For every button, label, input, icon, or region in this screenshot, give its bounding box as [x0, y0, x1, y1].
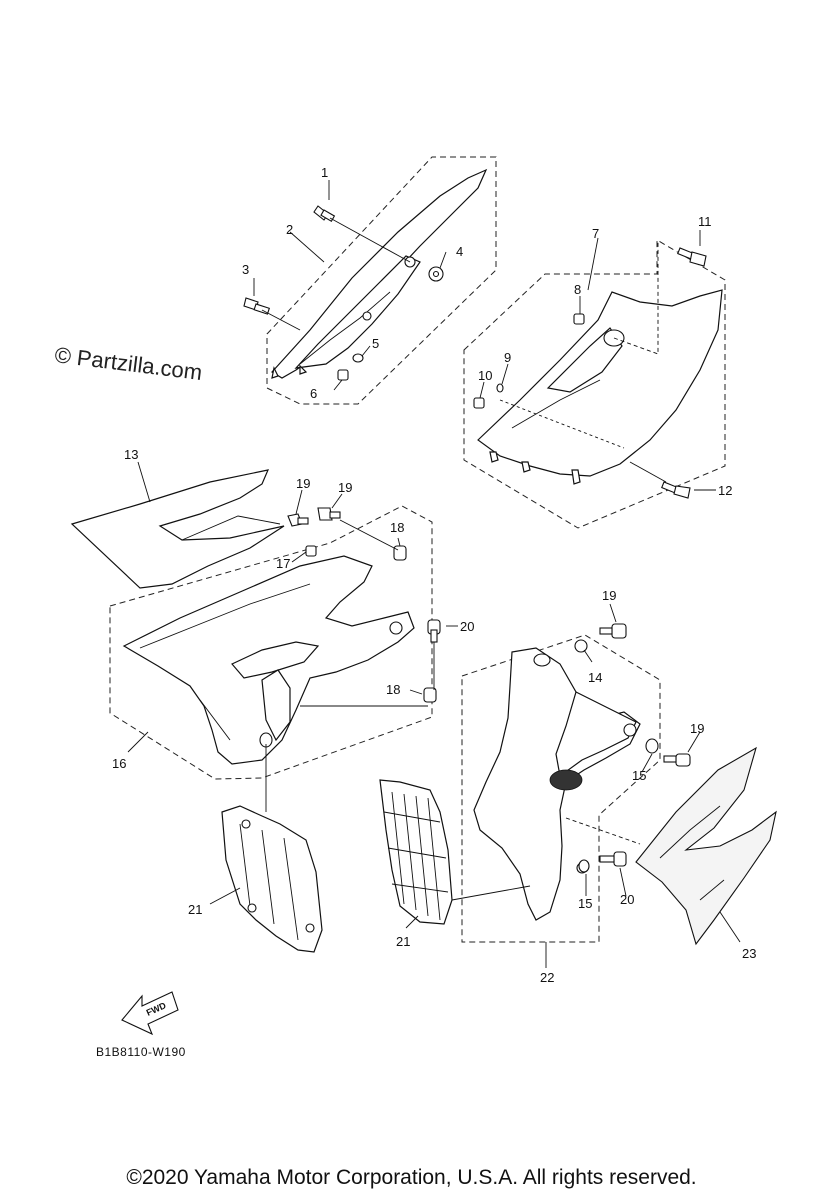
diagram-code: B1B8110-W190: [96, 1045, 186, 1059]
part-22-decal: [635, 746, 777, 946]
callout-3: 8: [574, 282, 581, 297]
part-7-rear-cover: [271, 168, 488, 379]
watermark: © Partzilla.com: [53, 342, 203, 385]
bolt-19-b: [317, 507, 341, 521]
callout-18-a: 18: [390, 520, 404, 535]
callout-leaders: [127, 180, 741, 968]
bolt-19-c: [599, 623, 627, 639]
callout-20-a: 20: [460, 619, 474, 634]
copyright-notice: ©2020 Yamaha Motor Corporation, U.S.A. A…: [126, 1166, 697, 1189]
callout-20-b: 20: [620, 892, 634, 907]
collar-18-a: [393, 545, 407, 561]
callout-19-d: 19: [690, 721, 704, 736]
callout-8: 5: [372, 336, 379, 351]
nut-10: [337, 369, 349, 381]
callout-12: 1: [321, 165, 328, 180]
group-boundary-1: [463, 239, 726, 529]
callout-23: 13: [124, 447, 138, 462]
callout-14: 14: [588, 670, 602, 685]
callout-19-c: 19: [602, 588, 616, 603]
callout-22: 23: [742, 946, 756, 961]
callout-13: 22: [540, 970, 554, 985]
group-boundary-7: [266, 156, 497, 405]
callout-19-a: 19: [296, 476, 310, 491]
washer-8: [352, 353, 364, 363]
part-13-shroud-right: [473, 647, 641, 921]
group-boundary-16: [109, 505, 433, 780]
collar-17: [305, 545, 317, 557]
callout-1: 7: [592, 226, 599, 241]
part-21-grill-left: [221, 805, 323, 953]
callout-15-b: 15: [578, 896, 592, 911]
bolt-6: [677, 247, 707, 267]
callout-10: 6: [310, 386, 317, 401]
callout-15-a: 15: [632, 768, 646, 783]
part-23-decal: [70, 469, 285, 589]
callout-17: 17: [276, 556, 290, 571]
bolt-20-a: [427, 619, 441, 643]
grommet-4: [473, 397, 485, 409]
collar-15-a: [645, 738, 659, 754]
callout-labels: 1 2 3 4 5 6 7 8 9 10 11 12 13 19 19 17 1…: [112, 165, 756, 985]
part-16-shroud-left: [122, 555, 415, 765]
callout-5: 12: [718, 483, 732, 498]
group-boundary-13: [461, 634, 661, 943]
callout-6: 11: [698, 214, 712, 229]
part-21-grill-right: [379, 779, 453, 925]
callout-4: 10: [478, 368, 492, 383]
callout-16: 16: [112, 756, 126, 771]
callout-21-a: 21: [188, 902, 202, 917]
bolt-19-a: [287, 513, 309, 527]
callout-11: 3: [242, 262, 249, 277]
callout-21-b: 21: [396, 934, 410, 949]
bolt-20-b: [599, 851, 627, 867]
grommet-3: [573, 313, 585, 325]
callout-2: 9: [504, 350, 511, 365]
callout-18-b: 18: [386, 682, 400, 697]
callout-9: 4: [456, 244, 463, 259]
damper-2: [496, 383, 504, 393]
bolt-19-d: [663, 753, 691, 767]
bolt-5: [661, 481, 691, 499]
part-1-tank-cover: [477, 240, 723, 485]
washer-9: [428, 266, 444, 282]
fwd-arrow-icon: FWD: [121, 991, 179, 1036]
collar-14: [574, 639, 588, 653]
callout-19-b: 19: [338, 480, 352, 495]
collar-18-b: [423, 687, 437, 703]
callout-7: 2: [286, 222, 293, 237]
collar-15-b: [578, 859, 590, 873]
